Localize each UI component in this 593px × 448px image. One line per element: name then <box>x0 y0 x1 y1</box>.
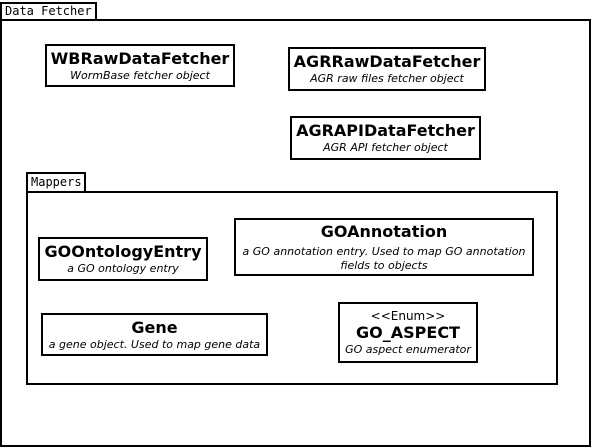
class-name: Gene <box>131 317 178 337</box>
class-agr-raw-data-fetcher[interactable]: AGRRawDataFetcher AGR raw files fetcher … <box>288 47 486 91</box>
class-description: AGR raw files fetcher object <box>310 72 464 85</box>
class-description: a GO annotation entry. Used to map GO an… <box>242 244 526 272</box>
package-tab-mappers: Mappers <box>26 172 86 193</box>
class-go-annotation[interactable]: GOAnnotation a GO annotation entry. Used… <box>234 218 534 276</box>
class-name: GOAnnotation <box>320 221 448 241</box>
class-name: GO_ASPECT <box>356 322 460 342</box>
class-name: AGRAPIDataFetcher <box>296 121 475 140</box>
package-label-mappers: Mappers <box>31 175 82 189</box>
package-label-data-fetcher: Data Fetcher <box>5 4 92 18</box>
class-go-ontology-entry[interactable]: GOOntologyEntry a GO ontology entry <box>38 237 208 281</box>
class-stereotype: <<Enum>> <box>370 308 446 323</box>
class-description: GO aspect enumerator <box>345 342 471 356</box>
class-agr-api-data-fetcher[interactable]: AGRAPIDataFetcher AGR API fetcher object <box>290 116 481 160</box>
class-description: a GO ontology entry <box>67 262 179 275</box>
class-go-aspect-enum[interactable]: <<Enum>> GO_ASPECT GO aspect enumerator <box>338 302 478 363</box>
class-description: WormBase fetcher object <box>70 68 210 82</box>
class-wb-raw-data-fetcher[interactable]: WBRawDataFetcher WormBase fetcher object <box>45 44 235 87</box>
class-name: AGRRawDataFetcher <box>293 52 481 71</box>
class-name: WBRawDataFetcher <box>50 48 230 68</box>
class-name: GOOntologyEntry <box>44 242 202 261</box>
class-description: AGR API fetcher object <box>323 141 448 154</box>
class-gene[interactable]: Gene a gene object. Used to map gene dat… <box>41 313 268 356</box>
class-description: a gene object. Used to map gene data <box>48 337 261 351</box>
